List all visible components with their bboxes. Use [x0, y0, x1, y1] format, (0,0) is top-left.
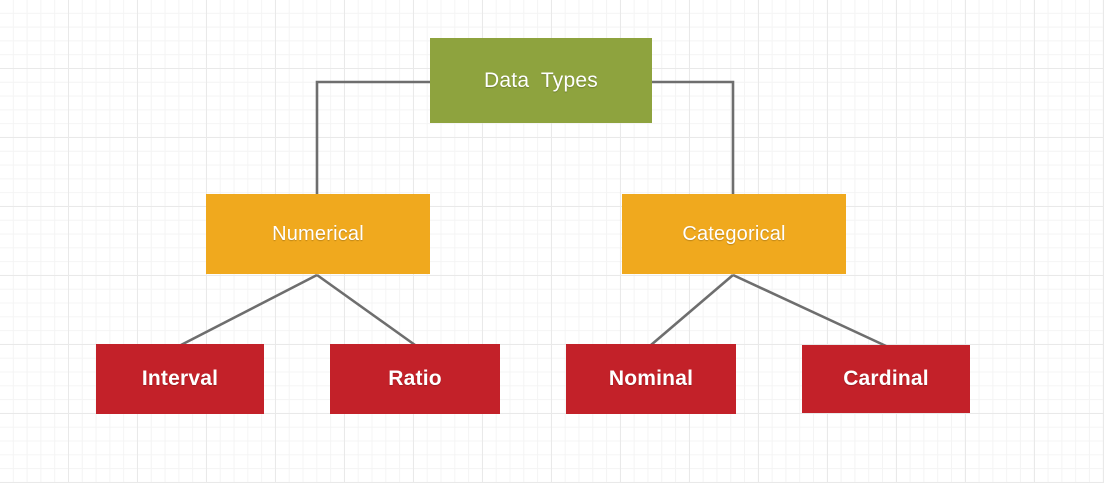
edge-categorical-to-nominal [650, 274, 734, 346]
node-label-interval: Interval [141, 367, 219, 391]
node-nominal[interactable]: Nominal [566, 344, 736, 414]
node-label-cardinal: Cardinal [843, 367, 929, 391]
edge-data-types-to-numerical [315, 80, 430, 195]
node-label-nominal: Nominal [608, 367, 694, 391]
node-numerical[interactable]: Numerical [206, 194, 430, 274]
node-interval[interactable]: Interval [96, 344, 264, 414]
node-label-ratio: Ratio [388, 367, 442, 391]
node-ratio[interactable]: Ratio [330, 344, 500, 414]
node-label-data-types: Data Types [484, 68, 598, 92]
node-categorical[interactable]: Categorical [622, 194, 846, 274]
edge-numerical-to-ratio [316, 273, 416, 347]
node-label-categorical: Categorical [682, 223, 786, 245]
edge-categorical-to-cardinal [732, 273, 887, 348]
node-label-numerical: Numerical [272, 223, 364, 245]
edge-data-types-to-categorical [652, 80, 735, 195]
node-cardinal[interactable]: Cardinal [802, 345, 970, 413]
node-data-types[interactable]: Data Types [430, 38, 652, 123]
edge-numerical-to-interval [180, 273, 318, 347]
